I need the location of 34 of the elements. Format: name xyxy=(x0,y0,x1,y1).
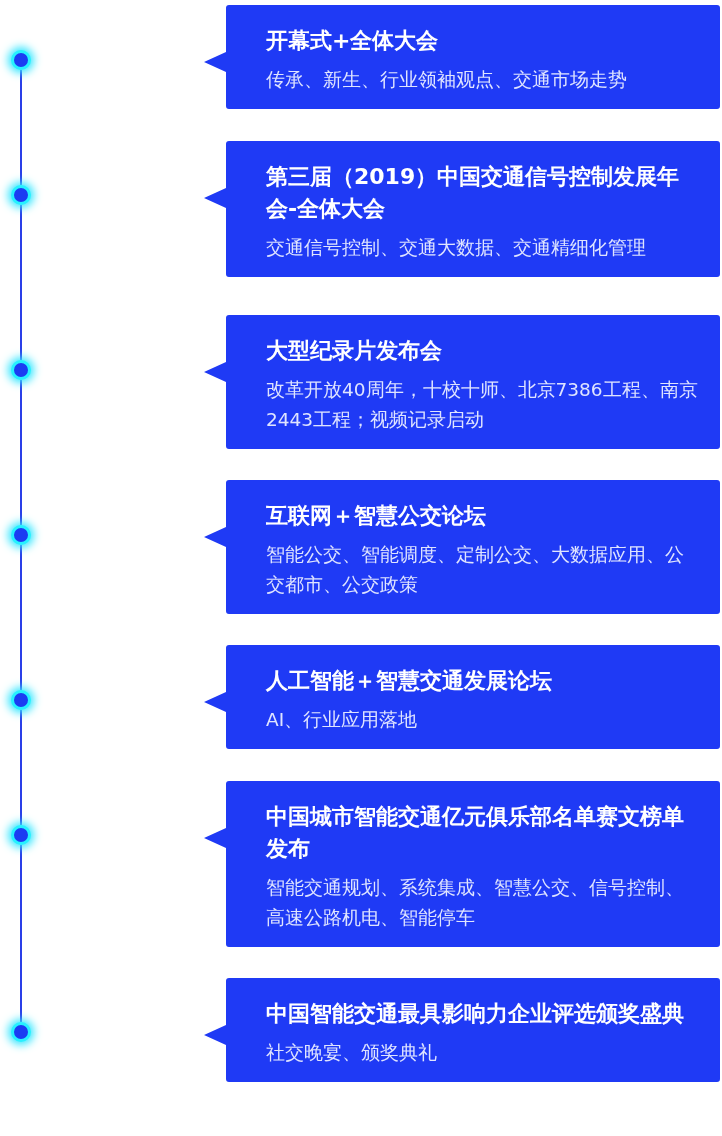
timeline-dot xyxy=(11,185,31,205)
timeline-dot xyxy=(11,1022,31,1042)
event-title: 中国智能交通最具影响力企业评选颁奖盛典 xyxy=(266,1000,685,1028)
timeline-line xyxy=(20,204,22,361)
event-title: 中国城市智能交通亿元俱乐部名单赛文榜单发布 xyxy=(266,803,685,863)
event-title: 互联网＋智慧公交论坛 xyxy=(266,502,487,530)
timeline-line xyxy=(20,844,22,1023)
timeline-dot xyxy=(11,360,31,380)
timeline-line xyxy=(20,544,22,691)
timeline-line xyxy=(20,69,22,186)
event-card xyxy=(204,480,720,614)
timeline-line xyxy=(20,709,22,826)
event-card xyxy=(204,978,720,1082)
event-card xyxy=(204,5,720,109)
event-card xyxy=(204,141,720,277)
event-topics: 交通信号控制、交通大数据、交通精细化管理 xyxy=(266,236,647,260)
event-topics: 智能公交、智能调度、定制公交、大数据应用、公交都市、公交政策 xyxy=(266,543,685,597)
event-topics: AI、行业应用落地 xyxy=(266,708,419,732)
event-title: 人工智能＋智慧交通发展论坛 xyxy=(266,667,553,695)
event-topics: 传承、新生、行业领袖观点、交通市场走势 xyxy=(266,68,628,92)
event-card xyxy=(204,781,720,947)
timeline-dot xyxy=(11,525,31,545)
timeline-dot xyxy=(11,50,31,70)
event-title: 第三届（2019）中国交通信号控制发展年会-全体大会 xyxy=(266,163,681,223)
timeline-line xyxy=(20,379,22,526)
timeline-dot xyxy=(11,690,31,710)
event-card xyxy=(204,645,720,749)
event-topics: 改革开放40周年，十校十师、北京7386工程、南京2443工程；视频记录启动 xyxy=(266,378,699,432)
event-title: 大型纪录片发布会 xyxy=(266,337,443,365)
event-card xyxy=(204,315,720,449)
event-topics: 智能交通规划、系统集成、智慧公交、信号控制、高速公路机电、智能停车 xyxy=(266,876,685,930)
event-topics: 社交晚宴、颁奖典礼 xyxy=(266,1041,438,1065)
event-title: 开幕式+全体大会 xyxy=(266,27,440,55)
timeline-dot xyxy=(11,825,31,845)
